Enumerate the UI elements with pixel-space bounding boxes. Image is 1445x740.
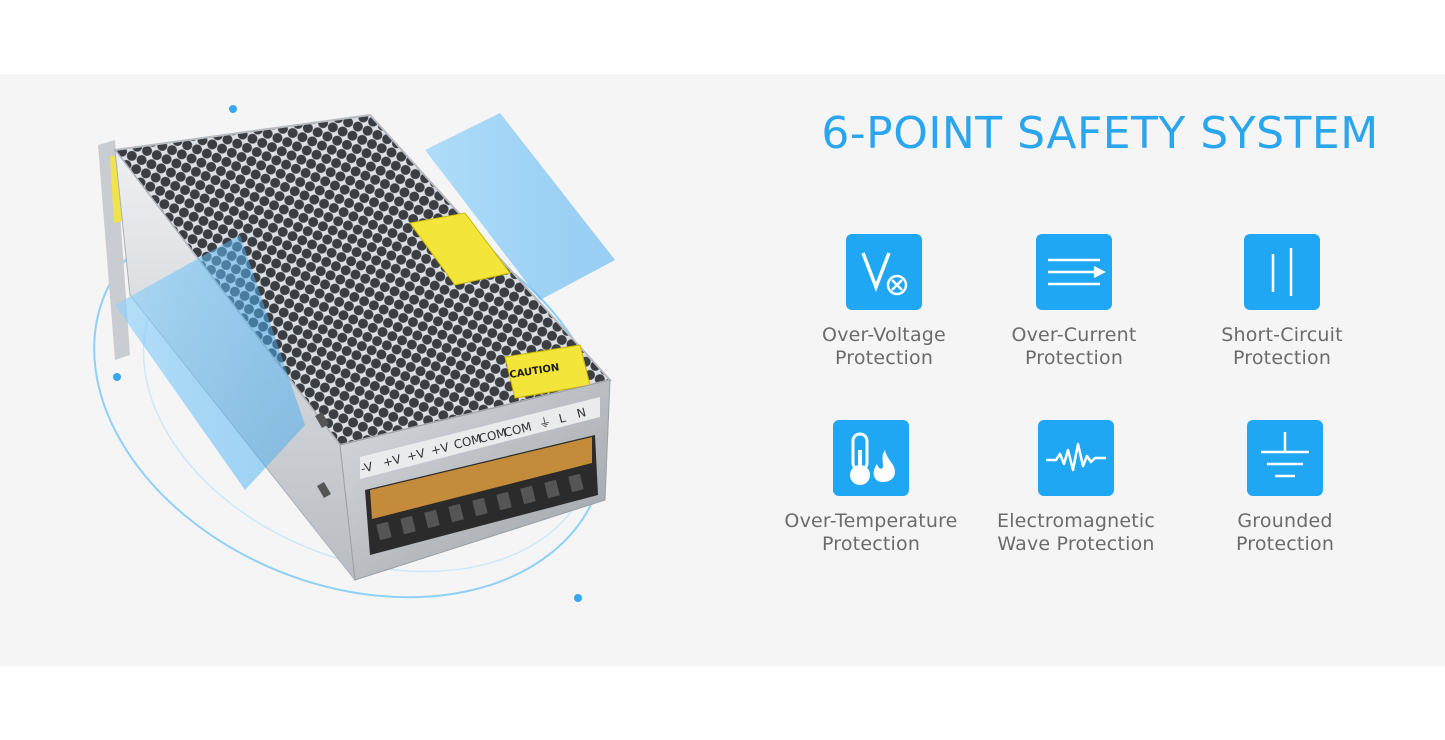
feature-label: Over-Voltage Protection bbox=[822, 324, 946, 369]
feature-grounded: Grounded Protection bbox=[1175, 420, 1395, 556]
feature-label: Over-Current Protection bbox=[1011, 324, 1137, 369]
short-circuit-icon bbox=[1244, 234, 1320, 310]
feature-label: Short-Circuit Protection bbox=[1221, 324, 1343, 369]
terminal-labels: -V +V +V +V COM COM COM ⏚ L N bbox=[359, 405, 587, 476]
ground-icon bbox=[1247, 420, 1323, 496]
feature-electromagnetic: Electromagnetic Wave Protection bbox=[966, 420, 1186, 556]
terminal-label: +V bbox=[381, 452, 403, 470]
feature-label: Electromagnetic Wave Protection bbox=[996, 510, 1155, 555]
feature-over-voltage: Over-Voltage Protection bbox=[774, 234, 994, 370]
page-title: 6-POINT SAFETY SYSTEM bbox=[821, 108, 1379, 159]
thermometer-flame-icon bbox=[833, 420, 909, 496]
feature-short-circuit: Short-Circuit Protection bbox=[1172, 234, 1392, 370]
feature-over-temperature: Over-Temperature Protection bbox=[761, 420, 981, 556]
over-voltage-icon bbox=[846, 234, 922, 310]
terminal-label: COM bbox=[502, 420, 533, 440]
terminal-label: +V bbox=[405, 446, 427, 464]
waveform-icon bbox=[1038, 420, 1114, 496]
terminal-label: ⏚ bbox=[537, 414, 552, 430]
power-supply-image: CAUTION -V +V +V +V COM COM COM ⏚ L N bbox=[93, 105, 615, 602]
terminal-label: COM bbox=[452, 432, 483, 452]
terminal-label: +V bbox=[429, 440, 451, 458]
feature-label: Over-Temperature Protection bbox=[784, 510, 958, 555]
over-current-icon bbox=[1036, 234, 1112, 310]
feature-label: Grounded Protection bbox=[1235, 510, 1335, 555]
feature-over-current: Over-Current Protection bbox=[964, 234, 1184, 370]
terminal-label: N bbox=[575, 405, 587, 421]
terminal-label: COM bbox=[477, 426, 508, 446]
terminal-label: -V bbox=[359, 459, 375, 476]
terminal-label: L bbox=[557, 411, 567, 426]
